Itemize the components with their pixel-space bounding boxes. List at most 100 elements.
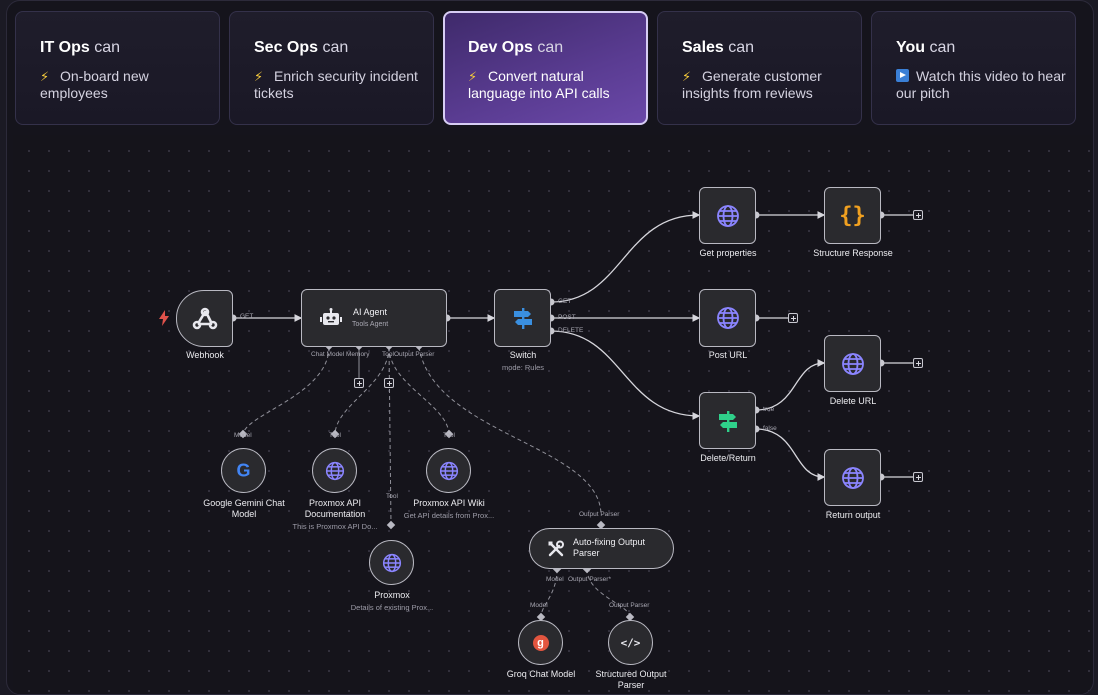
post-url-node[interactable]: [699, 289, 756, 347]
code-icon: </>: [620, 636, 641, 649]
proxmox-label: Proxmox: [374, 590, 410, 600]
globe-icon: [382, 553, 401, 572]
use-case-tabs: IT Ops can ⚡On-board new employees Sec O…: [15, 11, 1087, 127]
demo-frame: IT Ops can ⚡On-board new employees Sec O…: [6, 0, 1094, 695]
switch-port-get: GET: [558, 298, 572, 305]
add-after-delete-url-button[interactable]: [913, 358, 923, 368]
tab-description: Watch this video to hear our pitch: [896, 68, 1066, 101]
auto-fixing-port-model: Model: [546, 576, 564, 583]
proxmox-api-doc-subtitle: This is Proxmox API Do...: [292, 522, 378, 531]
robot-icon: [320, 308, 342, 325]
switch-label: Switch: [509, 350, 537, 360]
signpost-icon: [718, 410, 737, 432]
auto-fixing-output-parser-node[interactable]: Auto-fixing Output Parser: [529, 528, 674, 569]
structured-output-parser-node[interactable]: </>: [608, 620, 653, 665]
post-url-label: Post URL: [708, 350, 748, 360]
tab-title: You can: [896, 39, 956, 56]
port-chat-model: Chat Model: [311, 351, 345, 358]
tab-title: IT Ops can: [40, 39, 121, 56]
delete-url-label: Delete URL: [829, 396, 877, 406]
proxmox-api-doc-port: Tool: [329, 432, 341, 439]
proxmox-api-wiki-node[interactable]: [426, 448, 471, 493]
tab-description: ⚡Generate customer insights from reviews: [682, 68, 822, 101]
globe-icon: [325, 461, 344, 480]
delete-return-node[interactable]: [699, 392, 756, 449]
tab-you[interactable]: You can Watch this video to hear our pit…: [871, 11, 1076, 125]
auto-fixing-title: Auto-fixing Output Parser: [573, 537, 646, 558]
groq-icon: g: [532, 634, 549, 651]
switch-subtitle: mode: Rules: [501, 363, 545, 372]
tab-sales[interactable]: Sales can ⚡Generate customer insights fr…: [657, 11, 862, 125]
webhook-node[interactable]: [176, 290, 233, 347]
webhook-icon: [192, 307, 217, 329]
structure-response-node[interactable]: {}: [824, 187, 881, 244]
ai-agent-title: AI Agent: [353, 307, 388, 317]
gemini-label: Google Gemini Chat Model: [203, 498, 285, 519]
tab-title: Sales can: [682, 39, 755, 56]
add-memory-button[interactable]: [354, 378, 364, 388]
get-properties-node[interactable]: [699, 187, 756, 244]
tab-title: Dev Ops can: [468, 39, 564, 56]
proxmox-api-doc-node[interactable]: [312, 448, 357, 493]
globe-icon: [841, 352, 864, 375]
tab-sec-ops[interactable]: Sec Ops can ⚡Enrich security incident ti…: [229, 11, 434, 125]
port-memory: Memory: [346, 351, 370, 358]
ai-agent-node[interactable]: AI Agent Tools Agent: [301, 289, 447, 347]
structured-output-label: Structured Output Parser: [595, 669, 667, 690]
return-output-node[interactable]: [824, 449, 881, 506]
add-tool-button[interactable]: [384, 378, 394, 388]
trigger-lightning-icon: [159, 310, 169, 326]
auto-fixing-port-output-parser: Output Parser*: [568, 576, 611, 583]
google-icon: G: [236, 460, 251, 480]
structure-response-label: Structure Response: [813, 248, 893, 258]
proxmox-api-doc-label: Proxmox API Documentation: [304, 498, 366, 519]
proxmox-api-wiki-port: Tool: [443, 432, 455, 439]
delete-url-node[interactable]: [824, 335, 881, 392]
tab-description: ⚡Convert natural language into API calls: [468, 68, 610, 101]
globe-icon: [841, 466, 864, 489]
proxmox-node[interactable]: [369, 540, 414, 585]
tab-dev-ops[interactable]: Dev Ops can ⚡Convert natural language in…: [443, 11, 648, 125]
play-icon: [896, 69, 909, 82]
lightning-icon: ⚡: [40, 69, 50, 84]
tools-icon: [548, 540, 564, 557]
google-gemini-node[interactable]: G: [221, 448, 266, 493]
add-after-return-output-button[interactable]: [913, 472, 923, 482]
workflow-connections: [229, 211, 913, 622]
lightning-icon: ⚡: [468, 69, 478, 84]
globe-icon: [716, 307, 739, 329]
delete-return-port-true: true: [763, 406, 775, 413]
delete-return-port-false: false: [763, 425, 777, 432]
tab-it-ops[interactable]: IT Ops can ⚡On-board new employees: [15, 11, 220, 125]
switch-port-post: POST: [558, 314, 576, 321]
braces-icon: {}: [839, 203, 866, 228]
get-properties-label: Get properties: [699, 248, 757, 258]
port-output-parser: Output Parser: [394, 351, 435, 358]
webhook-port-get: GET: [240, 313, 254, 320]
lightning-icon: ⚡: [254, 69, 264, 84]
gemini-port: Model: [234, 432, 252, 439]
groq-label: Groq Chat Model: [506, 669, 576, 679]
proxmox-api-wiki-label: Proxmox API Wiki: [413, 498, 485, 508]
proxmox-port: Tool: [386, 493, 398, 500]
workflow-canvas[interactable]: GET Webhook AI Agent Tools Agent Chat Mo…: [13, 135, 1091, 694]
switch-node[interactable]: [494, 289, 551, 347]
switch-port-delete: DELETE: [558, 327, 584, 334]
ai-agent-subtitle: Tools Agent: [352, 321, 389, 328]
tab-title: Sec Ops can: [254, 39, 349, 56]
groq-port: Model: [530, 602, 548, 609]
globe-icon: [439, 461, 458, 480]
tab-description: ⚡On-board new employees: [40, 68, 149, 101]
structured-output-port: Output Parser: [609, 602, 650, 609]
signpost-icon: [513, 308, 532, 329]
delete-return-label: Delete/Return: [700, 453, 756, 463]
add-after-post-url-button[interactable]: [788, 313, 798, 323]
port-tool: Tool: [382, 351, 394, 358]
globe-icon: [716, 204, 739, 227]
auto-fixing-port-in: Output Parser: [579, 511, 620, 518]
webhook-label: Webhook: [186, 350, 224, 360]
groq-chat-model-node[interactable]: g: [518, 620, 563, 665]
add-after-structure-response-button[interactable]: [913, 210, 923, 220]
return-output-label: Return output: [825, 510, 881, 520]
proxmox-api-wiki-subtitle: Get API details from Prox...: [403, 511, 495, 520]
